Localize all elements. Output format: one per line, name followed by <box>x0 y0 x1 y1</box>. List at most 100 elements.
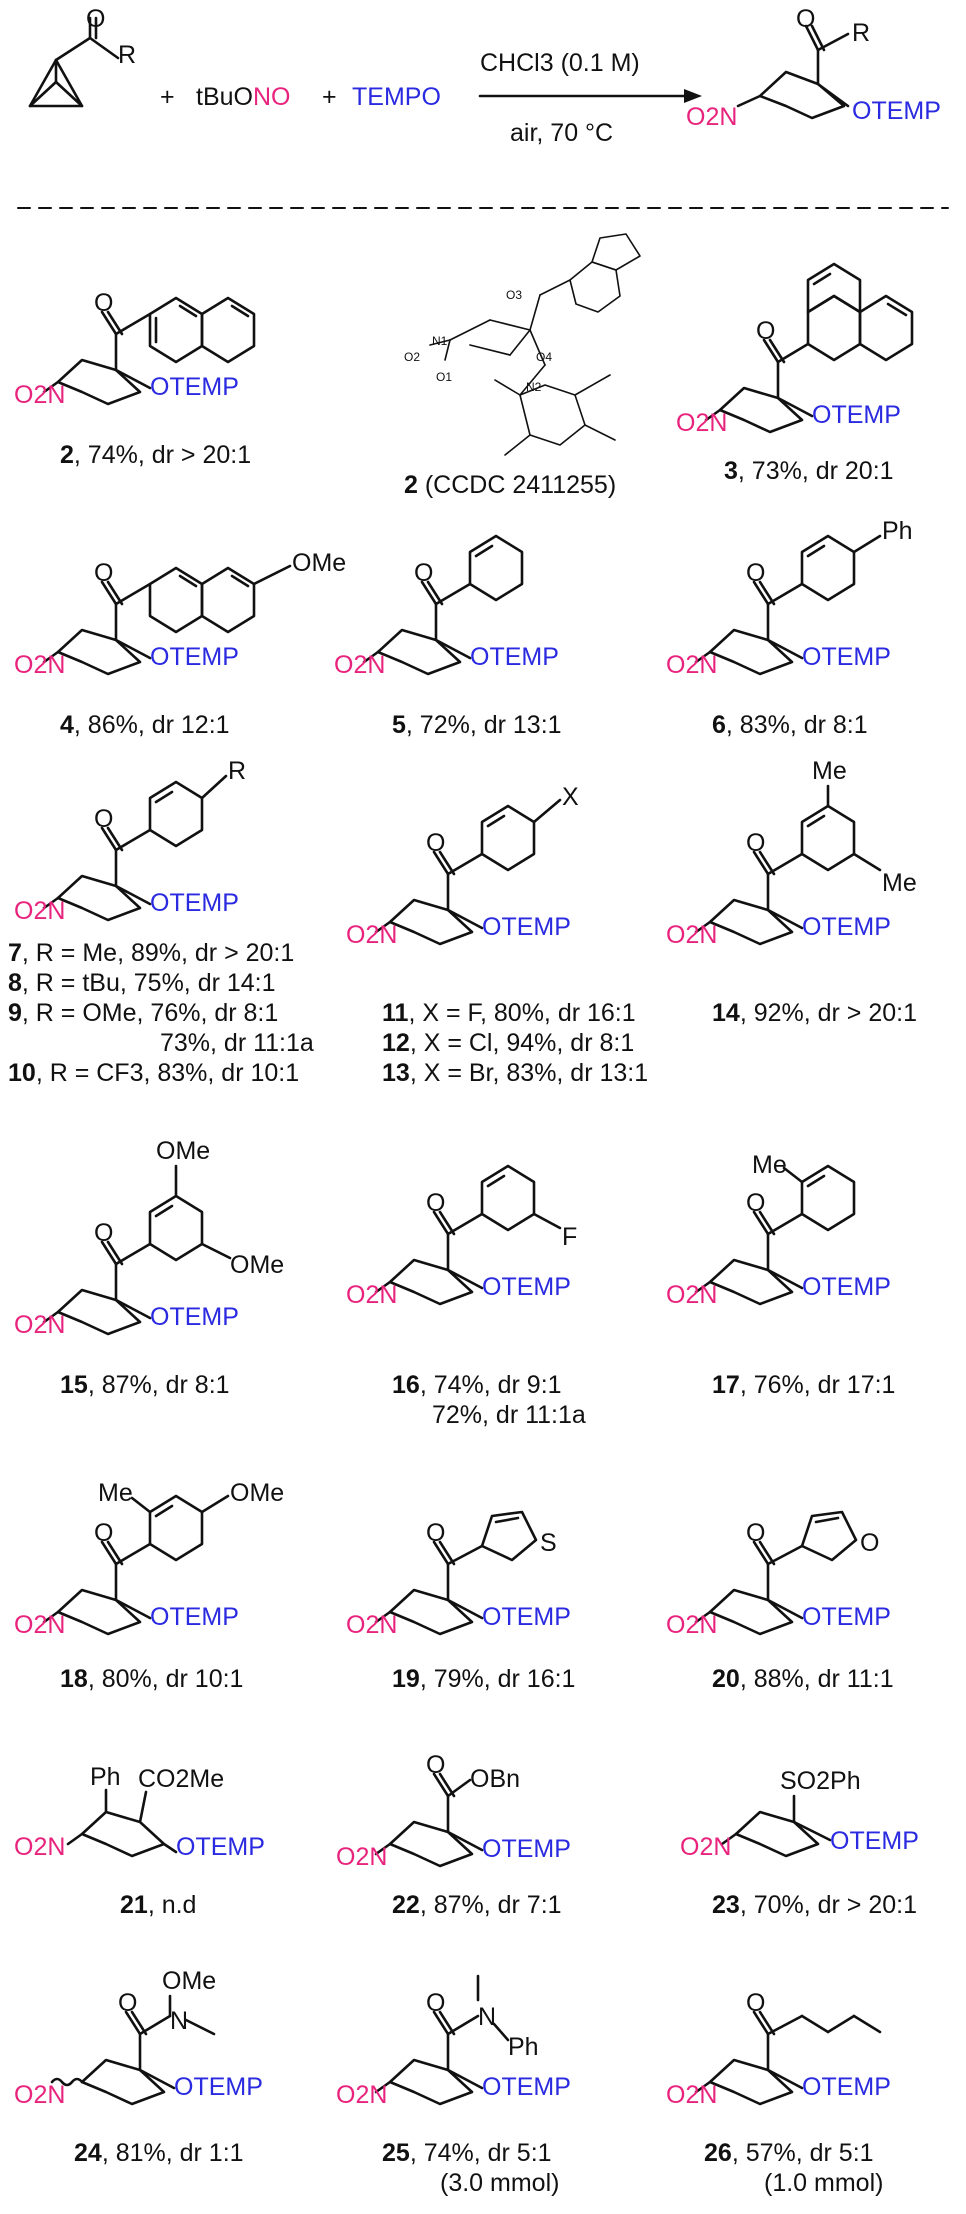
entry-3: 3, 73%, dr 20:1 <box>724 457 894 485</box>
entry-20: 20, 88%, dr 11:1 <box>712 1665 894 1693</box>
entry-8: 8, R = tBu, 75%, dr 14:1 <box>8 969 276 997</box>
o2n-23: O2N <box>680 1833 732 1861</box>
entry-7: 7, R = Me, 89%, dr > 20:1 <box>8 939 295 967</box>
o-15: O <box>94 1219 114 1247</box>
structure-19 <box>374 1510 538 1636</box>
otemp-11: OTEMP <box>482 913 571 941</box>
o-16: O <box>426 1189 446 1217</box>
o-3: O <box>756 317 776 345</box>
o2n-25: O2N <box>336 2081 388 2109</box>
xray-caption: 2 (CCDC 2411255) <box>404 471 617 499</box>
o2n-20: O2N <box>666 1611 718 1639</box>
otemp-19: OTEMP <box>482 1603 571 1631</box>
structure-20 <box>694 1510 858 1636</box>
r-7: R <box>228 757 247 785</box>
structure-6 <box>694 534 882 676</box>
product-general <box>736 24 850 120</box>
o-19: O <box>426 1519 446 1547</box>
entry-17: 17, 76%, dr 17:1 <box>712 1371 896 1399</box>
o2n-5: O2N <box>334 651 386 679</box>
obn-22: OBn <box>470 1765 521 1793</box>
o-25: O <box>426 1989 446 2017</box>
product-otemp: OTEMP <box>852 97 941 125</box>
structure-21 <box>66 1788 178 1858</box>
ome-4: OMe <box>292 549 347 577</box>
o2n-14: O2N <box>666 921 718 949</box>
ph-6: Ph <box>882 517 913 545</box>
o2n-15: O2N <box>14 1311 66 1339</box>
ome-15b: OMe <box>230 1251 285 1279</box>
entry-6: 6, 83%, dr 8:1 <box>712 711 868 739</box>
entry-14: 14, 92%, dr > 20:1 <box>712 999 918 1027</box>
o-furan-20: O <box>860 1529 880 1557</box>
structure-14 <box>694 784 882 946</box>
n-24: N <box>170 2007 189 2035</box>
entry-23: 23, 70%, dr > 20:1 <box>712 1891 918 1919</box>
ome-24: OMe <box>162 1967 217 1995</box>
o-2: O <box>94 289 114 317</box>
o-7: O <box>94 805 114 833</box>
entry-5: 5, 72%, dr 13:1 <box>392 711 562 739</box>
o-24: O <box>118 1989 138 2017</box>
o-22: O <box>426 1751 446 1779</box>
structure-22 <box>374 1772 484 1868</box>
otemp-7: OTEMP <box>150 889 239 917</box>
otemp-18: OTEMP <box>150 1603 239 1631</box>
structure-15 <box>42 1164 232 1336</box>
xray-atom-o1: O1 <box>436 370 453 384</box>
entry-12: 12, X = Cl, 94%, dr 8:1 <box>382 1029 635 1057</box>
entry-16b: 72%, dr 11:1a <box>432 1401 586 1429</box>
entry-2: 2, 74%, dr > 20:1 <box>60 441 252 469</box>
entry-13: 13, X = Br, 83%, dr 13:1 <box>382 1059 649 1087</box>
product-o: O <box>796 5 816 33</box>
condition-temperature: air, 70 °C <box>510 119 614 147</box>
plus-2: + <box>322 83 337 111</box>
x-11: X <box>562 783 579 811</box>
o2n-17: O2N <box>666 1281 718 1309</box>
structure-17 <box>694 1164 856 1306</box>
entry-4: 4, 86%, dr 12:1 <box>60 711 230 739</box>
otemp-17: OTEMP <box>802 1273 891 1301</box>
o-4: O <box>94 559 114 587</box>
otemp-21: OTEMP <box>176 1833 265 1861</box>
o-5: O <box>414 559 434 587</box>
o-26: O <box>746 1989 766 2017</box>
o2n-7: O2N <box>14 897 66 925</box>
ph-25: Ph <box>508 2033 539 2061</box>
structure-11-13 <box>374 798 562 946</box>
product-r: R <box>852 19 871 47</box>
o2n-2: O2N <box>14 381 66 409</box>
xray-structure-2 <box>429 233 641 456</box>
ome-15a: OMe <box>156 1137 211 1165</box>
entry-16: 16, 74%, dr 9:1 <box>392 1371 562 1399</box>
xray-atom-n2: N2 <box>526 380 542 394</box>
entry-22: 22, 87%, dr 7:1 <box>392 1891 562 1919</box>
xray-atom-o3: O3 <box>506 288 523 302</box>
otemp-16: OTEMP <box>482 1273 571 1301</box>
entry-9: 9, R = OMe, 76%, dr 8:1 <box>8 999 279 1027</box>
o2n-19: O2N <box>346 1611 398 1639</box>
n-25: N <box>478 2003 497 2031</box>
xray-atom-o4: O4 <box>536 350 553 364</box>
o-11: O <box>426 829 446 857</box>
plus-1: + <box>160 83 175 111</box>
me-14a: Me <box>812 757 847 785</box>
o2n-3: O2N <box>676 409 728 437</box>
o2n-26: O2N <box>666 2081 718 2109</box>
xray-atom-n1: N1 <box>432 334 448 348</box>
o-18: O <box>94 1519 114 1547</box>
reagent-tempo: TEMPO <box>352 83 441 111</box>
o-14: O <box>746 829 766 857</box>
o2n-18: O2N <box>14 1611 66 1639</box>
structure-2 <box>42 296 256 406</box>
structure-7-10 <box>42 774 228 922</box>
o2n-11: O2N <box>346 921 398 949</box>
o2n-16: O2N <box>346 1281 398 1309</box>
f-16: F <box>562 1223 578 1251</box>
structure-18 <box>42 1494 230 1636</box>
structure-3 <box>704 262 914 434</box>
entry-25b: (3.0 mmol) <box>440 2169 560 2197</box>
entry-26b: (1.0 mmol) <box>764 2169 884 2197</box>
reaction-arrow <box>478 89 702 103</box>
o2n-21: O2N <box>14 1833 66 1861</box>
